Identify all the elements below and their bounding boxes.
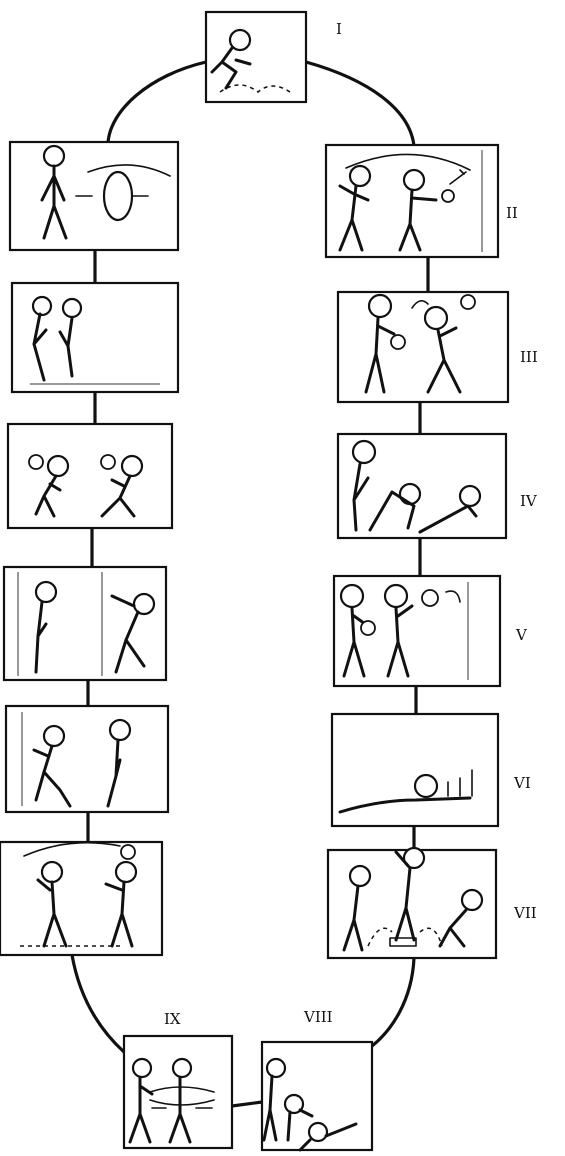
station-label: VI xyxy=(513,774,531,792)
station-5: V xyxy=(332,574,528,688)
station-1: I xyxy=(204,10,342,104)
station-11 xyxy=(10,281,180,394)
station-label: III xyxy=(520,348,538,366)
station-label: IV xyxy=(520,492,538,510)
station-10 xyxy=(8,140,180,252)
station-12 xyxy=(6,422,174,530)
station-label: I xyxy=(336,20,342,38)
station-label: VIII xyxy=(303,1008,333,1026)
station-label: V xyxy=(515,626,528,644)
circuit-path xyxy=(70,60,430,1108)
station-label: II xyxy=(506,204,518,222)
station-6: VI xyxy=(330,712,531,828)
station-13 xyxy=(2,565,168,682)
station-8: VIII xyxy=(260,1008,374,1152)
station-2: II xyxy=(324,143,518,259)
station-14 xyxy=(4,704,170,814)
station-label: VII xyxy=(513,904,537,922)
station-label: IX xyxy=(164,1010,181,1028)
station-15 xyxy=(0,840,164,957)
station-9: IX xyxy=(122,1010,234,1150)
station-3: III xyxy=(336,290,538,404)
station-4: IV xyxy=(336,432,538,540)
station-7: VII xyxy=(326,846,537,960)
